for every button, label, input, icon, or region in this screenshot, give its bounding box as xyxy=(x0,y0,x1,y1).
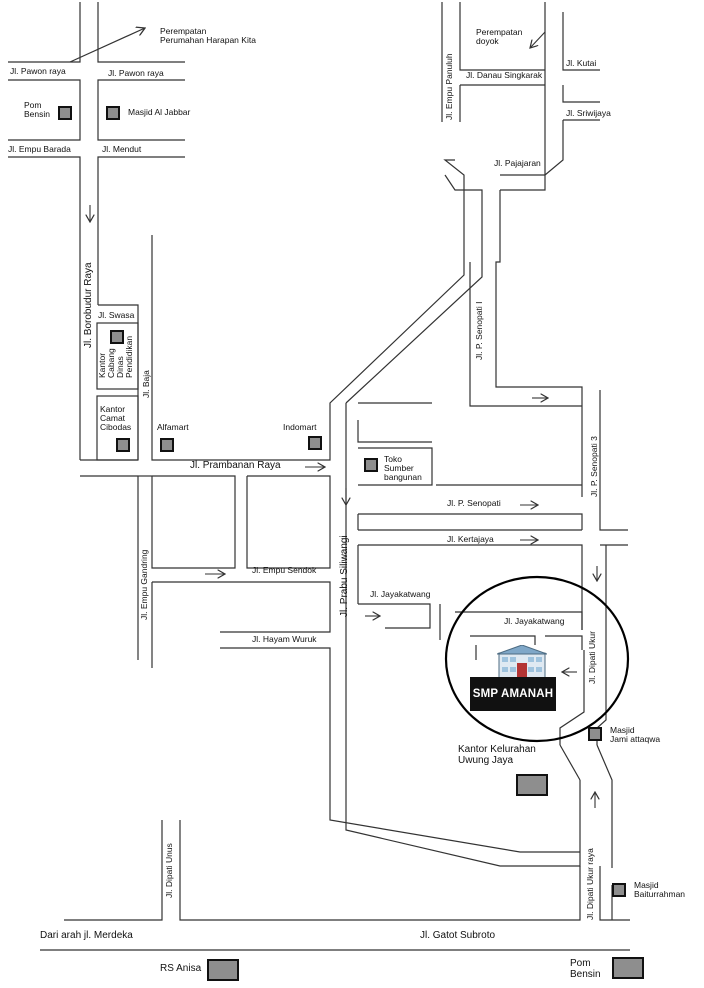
toko-sumber-marker xyxy=(364,458,378,472)
prambanan-raya-label: Jl. Prambanan Raya xyxy=(190,460,281,471)
borobudur-raya-label: Jl. Borobudur Raya xyxy=(83,262,94,348)
empu-sendok-label: Jl. Empu Sendok xyxy=(252,565,317,575)
masjid-jami-attaqwa-label: Masjid Jami attaqwa xyxy=(610,725,661,744)
alfamart-label: Alfamart xyxy=(157,422,189,432)
pom-bensin-top-label: Pom Bensin xyxy=(24,100,50,119)
masjid-baiturrahman-marker xyxy=(612,883,626,897)
kantor-cabang-dinas-marker xyxy=(110,330,124,344)
p-senopati-3-label: Jl. P. Senopati 3 xyxy=(589,436,599,497)
toko-sumber-label: Toko Sumber bangunan xyxy=(384,454,422,482)
road-baja xyxy=(151,235,465,461)
pawon-raya-right-label: Jl. Pawon raya xyxy=(108,68,164,78)
jayakatwang-right-label: Jl. Jayakatwang xyxy=(504,616,565,626)
pawon-raya-left-label: Jl. Pawon raya xyxy=(10,66,66,76)
gatot-subroto-label: Jl. Gatot Subroto xyxy=(420,930,496,941)
mendut-label: Jl. Mendut xyxy=(102,144,142,154)
hayam-wuruk-label: Jl. Hayam Wuruk xyxy=(252,634,317,644)
dipati-unus-label: Jl. Dipati Unus xyxy=(164,843,174,898)
road-borobudur-right-2 xyxy=(97,156,185,305)
indomart-label: Indomart xyxy=(283,422,317,432)
p-senopati-1-label: Jl. P. Senopati I xyxy=(474,301,484,360)
jayakatwang-left-label: Jl. Jayakatwang xyxy=(370,589,431,599)
dari-arah-merdeka-label: Dari arah jl. Merdeka xyxy=(40,930,133,941)
indomart-marker xyxy=(308,436,322,450)
prabu-siliwangi-label: Jl. Prabu Siliwangi xyxy=(339,535,350,617)
road-borobudur-left-2 xyxy=(8,79,81,141)
swasa-label: Jl. Swasa xyxy=(98,310,135,320)
road-borobudur-right xyxy=(97,2,185,63)
kantor-camat-label: Kantor Camat Cibodas xyxy=(100,404,132,432)
masjid-al-jabbar-label: Masjid Al Jabbar xyxy=(128,107,191,117)
arrow-doyok xyxy=(530,31,546,48)
road-mendut xyxy=(97,79,185,141)
perempatan-doyok-label: Perempatan doyok xyxy=(476,27,523,46)
kantor-kelurahan-label: Kantor Kelurahan Uwung Jaya xyxy=(458,744,536,766)
rs-anisa-marker xyxy=(207,959,239,981)
empu-barada-label: Jl. Empu Barada xyxy=(8,144,71,154)
perempatan-harapan-kita-label: Perempatan Perumahan Harapan Kita xyxy=(160,26,256,45)
rs-anisa-label: RS Anisa xyxy=(160,963,202,974)
baja-label: Jl. Baja xyxy=(141,370,151,398)
kantor-camat-marker xyxy=(116,438,130,452)
pom-bensin-bottom-label: Pom Bensin xyxy=(570,958,601,980)
empu-panuluh-label: Jl. Empu Panuluh xyxy=(444,53,454,120)
kutai-label: Jl. Kutai xyxy=(566,58,597,68)
kertajaya-label: Jl. Kertajaya xyxy=(447,534,494,544)
road-borobudur-left xyxy=(8,2,81,63)
pom-bensin-bottom-marker xyxy=(612,957,644,979)
alfamart-marker xyxy=(160,438,174,452)
masjid-jami-attaqwa-marker xyxy=(588,727,602,741)
masjid-baiturrahman-label: Masjid Baiturrahman xyxy=(634,880,686,899)
danau-singkarak-label: Jl. Danau Singkarak xyxy=(466,70,543,80)
road-borobudur-left-3 xyxy=(8,156,81,460)
dipati-ukur-raya-label: Jl. Dipati Ukur raya xyxy=(585,848,595,920)
road-hayam-wuruk xyxy=(220,647,580,853)
school-highlight-circle xyxy=(444,575,630,743)
sriwijaya-label: Jl. Sriwijaya xyxy=(566,108,611,118)
p-senopati-label: Jl. P. Senopati xyxy=(447,498,501,508)
pom-bensin-top-marker xyxy=(58,106,72,120)
kantor-kelurahan-marker xyxy=(516,774,548,796)
dipati-ukur-label: Jl. Dipati Ukur xyxy=(587,631,597,684)
masjid-al-jabbar-marker xyxy=(106,106,120,120)
school-name-label: SMP AMANAH xyxy=(470,677,556,711)
pajajaran-label: Jl. Pajajaran xyxy=(494,158,541,168)
empu-gandring-label: Jl. Empu Gandring xyxy=(139,549,149,620)
school-building-icon xyxy=(497,645,547,681)
